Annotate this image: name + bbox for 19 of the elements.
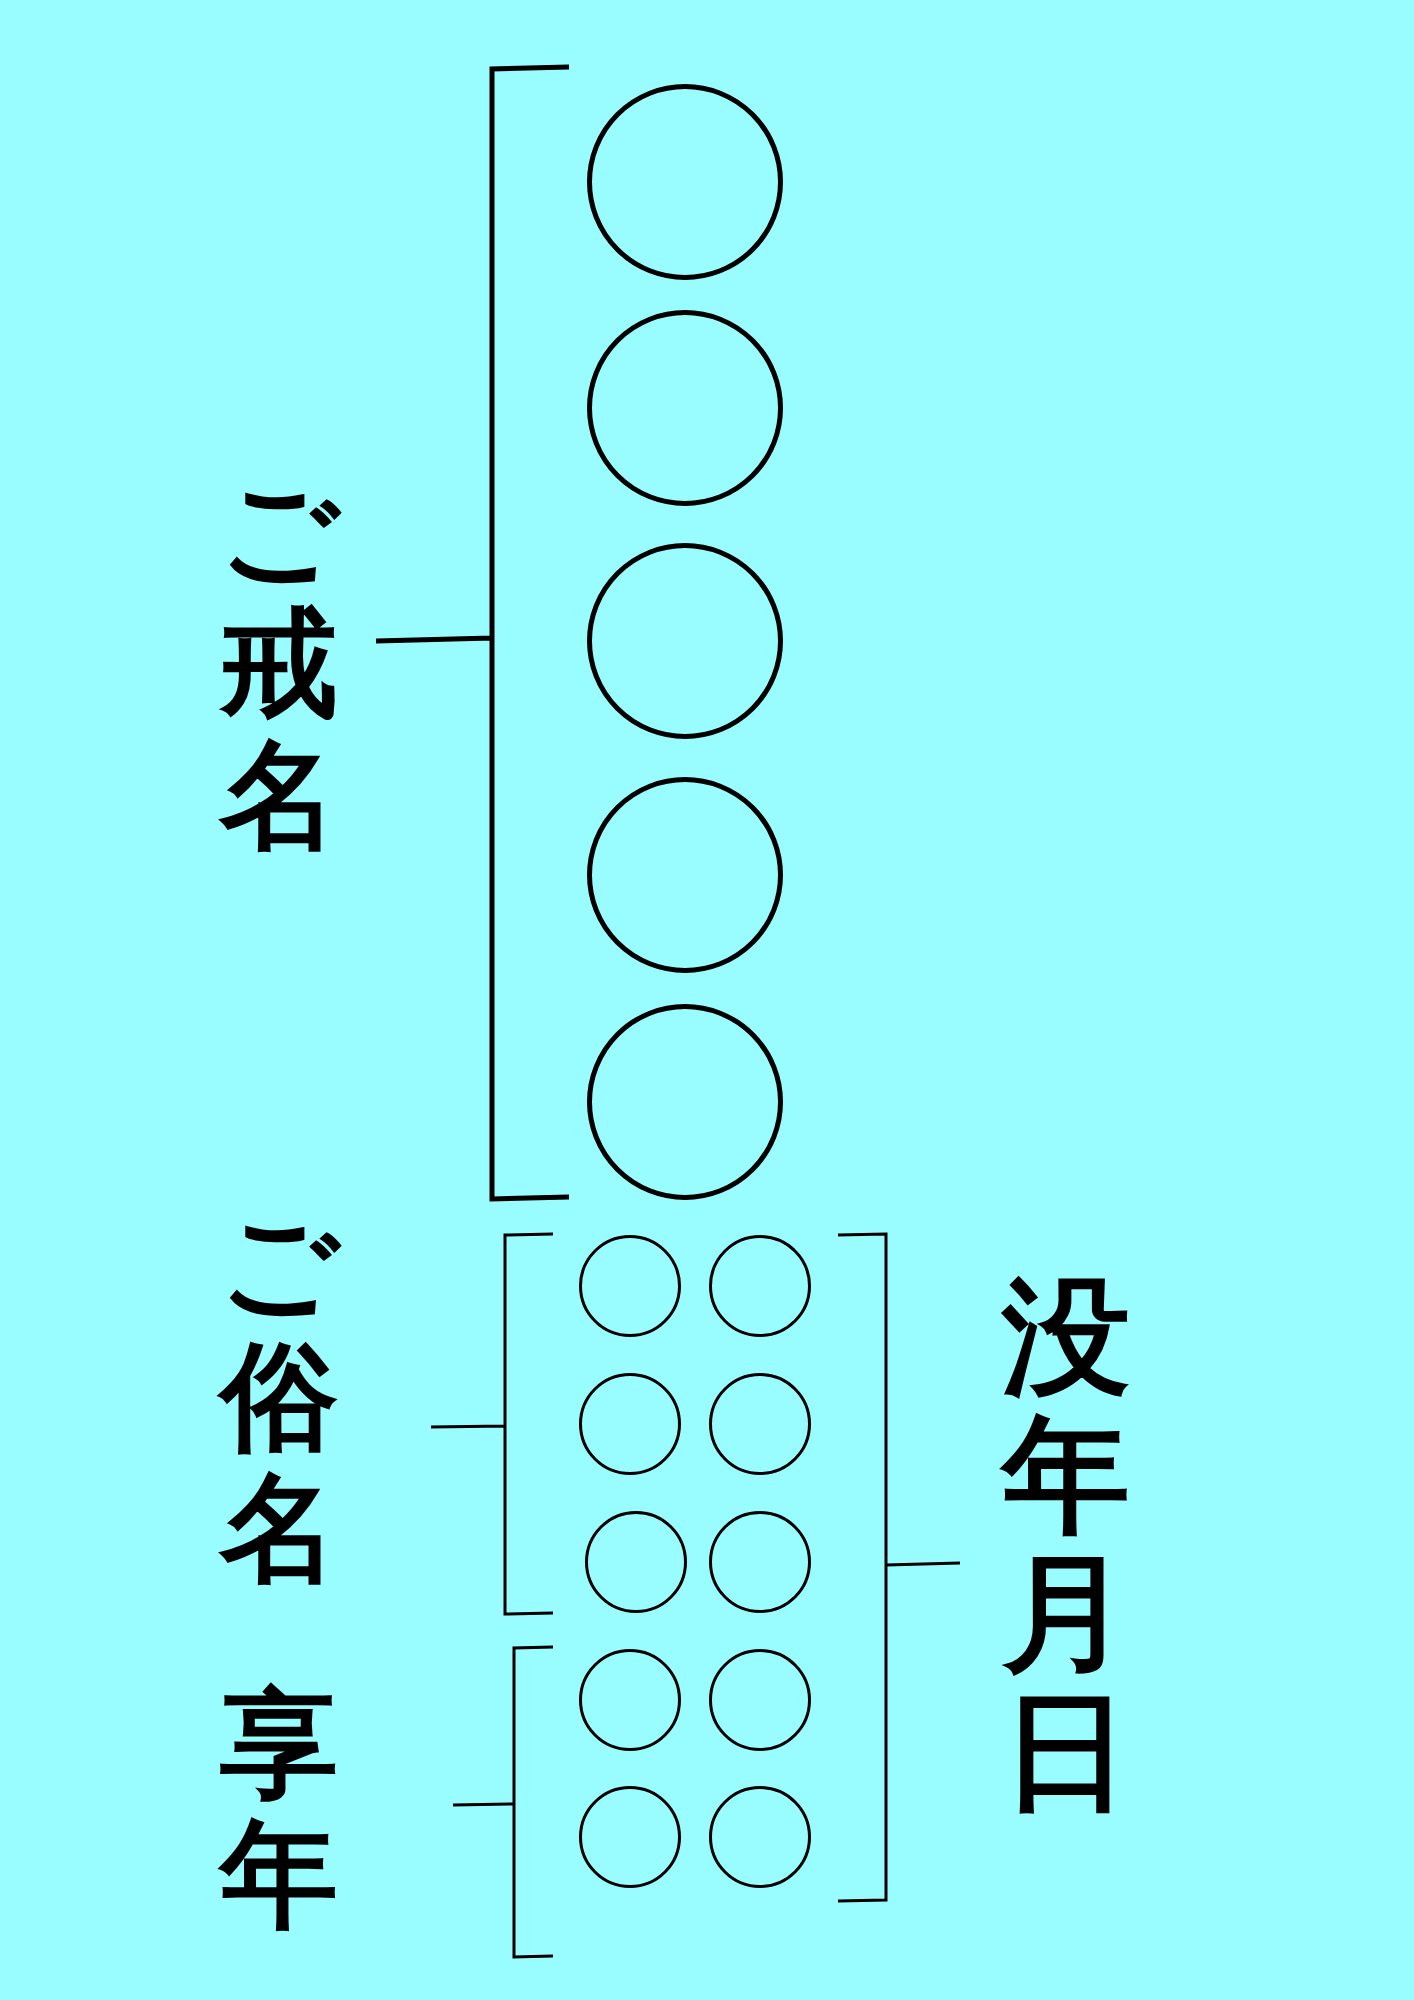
- writing-circle: [579, 1649, 681, 1751]
- heading-label: ご俗名: [218, 1198, 340, 1595]
- writing-circle: [579, 1373, 681, 1475]
- writing-circle: [709, 1786, 811, 1888]
- writing-circle: [587, 777, 783, 973]
- writing-circle: [709, 1511, 811, 1613]
- writing-circle: [587, 310, 783, 506]
- writing-circle: [587, 543, 783, 739]
- writing-circle: [579, 1235, 681, 1337]
- writing-circle: [585, 1511, 687, 1613]
- writing-circle: [587, 1004, 783, 1200]
- writing-circle: [709, 1373, 811, 1475]
- writing-circle: [579, 1786, 681, 1888]
- writing-circle: [709, 1235, 811, 1337]
- writing-circle: [587, 84, 783, 280]
- heading-label: 享年: [218, 1680, 340, 1940]
- heading-label: 没年月日: [1000, 1268, 1132, 1821]
- writing-circle: [709, 1649, 811, 1751]
- heading-label: ご戒名: [218, 465, 340, 862]
